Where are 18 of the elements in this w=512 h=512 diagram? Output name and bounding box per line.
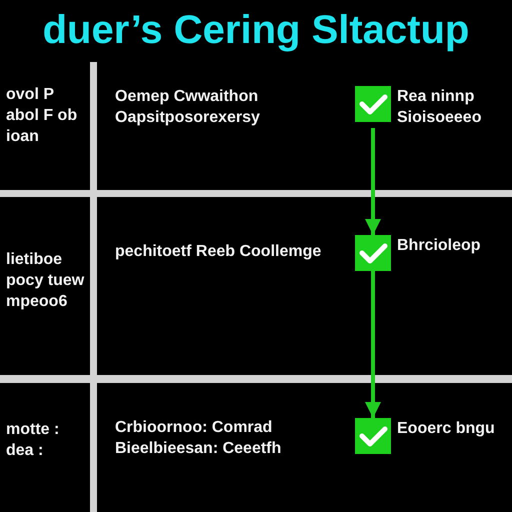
item-text: Rea ninnp Sioisoeeeo [397,87,482,128]
description-text: Crbioornoo: Comrad Bieelbieesan: Ceeetfh [115,418,282,459]
arrow [365,128,381,235]
side-panel [0,383,90,512]
row-label: lietiboe pocy tuew mpeoo6 [6,250,86,312]
arrow [365,271,381,418]
panel [97,197,512,375]
row-label: motte : dea : [6,420,60,461]
panel [97,383,512,512]
description-text: pechitoetf Reeb Coollemge [115,242,322,262]
item-text: Eooerc bngu [397,419,496,439]
title: duer’s Cering Sltactup [42,7,470,54]
side-panel [0,197,90,375]
side-panel [0,62,90,190]
panel [97,62,512,190]
description-text: Oemep Cwwaithon Oapsitposorexersy [115,87,261,128]
row-label: ovol P abol F ob ioan [6,85,78,147]
item-text: Bhrcioleop [397,236,482,256]
